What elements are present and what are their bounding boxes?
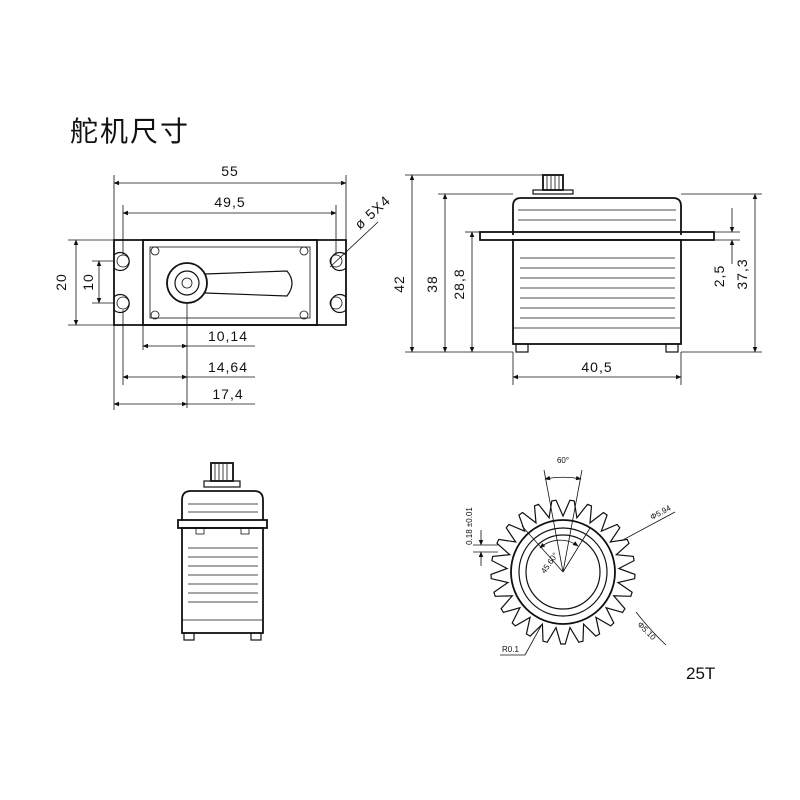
spline-root-circle <box>510 519 616 625</box>
mount-hole <box>329 296 343 310</box>
dim-hole-length: 49,5 <box>214 194 245 210</box>
shaft-screw <box>181 277 193 289</box>
mount-hole <box>116 296 130 310</box>
spline-bore-inner <box>525 534 601 610</box>
side-view: 42 38 28,8 2,5 37,3 40,5 <box>391 174 762 385</box>
cooling-fins <box>520 257 675 319</box>
screw-icon <box>150 310 160 320</box>
page-title: 舵机尺寸 <box>70 115 191 148</box>
spline-bore-outer <box>518 527 608 617</box>
dim-flange-thickness: 2,5 <box>711 265 727 287</box>
spline-detail: 60° 45.60° 0.18 ±0.01 Φ5.94 Φ5.10 R0.1 2… <box>465 456 715 683</box>
top-cap-front <box>181 490 264 520</box>
dim-top-height: 37,3 <box>734 258 750 289</box>
spline-gear-teeth <box>490 499 636 645</box>
dim-pitch-angle: 45.60° <box>539 551 560 575</box>
servo-lid <box>149 246 311 319</box>
dim-total-height: 42 <box>391 275 407 293</box>
screw-icon <box>299 246 309 256</box>
dim-hole-diameter: ø 5X4 <box>351 192 393 232</box>
cooling-fins-front <box>188 547 258 603</box>
dim-inner-diameter: Φ5.10 <box>636 620 658 642</box>
mount-hole <box>116 254 130 268</box>
teeth-count-label: 25T <box>686 664 715 683</box>
dim-root-radius: R0.1 <box>502 645 519 654</box>
output-shaft <box>166 262 208 304</box>
dim-body-height: 38 <box>424 275 440 293</box>
servo-body-front <box>181 527 264 634</box>
dim-flange-height: 28,8 <box>451 268 467 299</box>
servo-arm <box>204 270 293 297</box>
gear-teeth-lines <box>546 175 560 190</box>
dim-height: 20 <box>53 273 69 291</box>
servo-body-side <box>512 239 682 345</box>
dim-tolerance: 0.18 ±0.01 <box>465 507 474 545</box>
dim-body-width: 40,5 <box>581 359 612 375</box>
dim-shaft-offset-2: 14,64 <box>208 359 248 375</box>
mount-hole <box>330 293 347 314</box>
mount-flange <box>479 231 715 241</box>
dim-overall-length: 55 <box>221 163 239 179</box>
flange-front <box>177 519 268 529</box>
dim-outer-diameter: Φ5.94 <box>649 503 673 522</box>
dim-hole-spacing: 10 <box>80 273 96 291</box>
dim-shaft-offset-1: 10,14 <box>208 328 248 344</box>
shaft-spline <box>174 270 200 296</box>
mount-hole <box>330 251 347 272</box>
dim-tooth-angle: 60° <box>557 456 569 465</box>
screw-icon <box>299 310 309 320</box>
screw-icon <box>150 246 160 256</box>
output-gear <box>542 174 564 191</box>
top-cap <box>512 197 682 235</box>
front-view <box>177 462 268 641</box>
dim-shaft-offset-3: 17,4 <box>212 386 243 402</box>
servo-body-top <box>142 239 318 326</box>
top-view: 55 49,5 ø 5X4 20 10 10, <box>53 163 393 410</box>
mount-plate <box>113 239 347 326</box>
output-gear-front <box>210 462 234 482</box>
